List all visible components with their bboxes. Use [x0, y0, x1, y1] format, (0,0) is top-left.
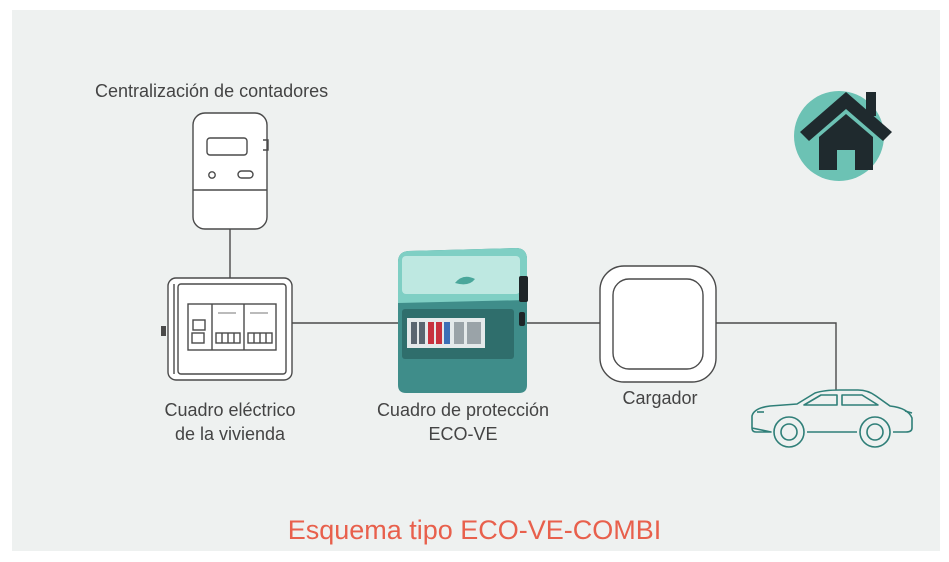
household-panel-label: Cuadro eléctrico de la vivienda	[120, 398, 340, 446]
eco-ve-box-label-line2: ECO-VE	[428, 424, 498, 444]
meter-label: Centralización de contadores	[95, 81, 329, 101]
car-icon	[751, 389, 913, 448]
connection-lines	[229, 229, 837, 390]
household-panel-icon	[161, 277, 293, 381]
meter-icon	[192, 112, 269, 230]
charger-label: Cargador	[622, 388, 698, 408]
charger-icon	[599, 265, 717, 383]
house-icon	[794, 91, 892, 181]
eco-ve-box-label: Cuadro de protección ECO-VE	[348, 398, 578, 446]
scheme-title: Esquema tipo ECO-VE-COMBI	[287, 515, 662, 545]
household-panel-label-line2: de la vivienda	[174, 424, 286, 444]
charger-to-car-line	[716, 322, 837, 390]
eco-ve-box-label-line1: Cuadro de protección	[376, 400, 550, 420]
eco-ve-box-icon	[398, 248, 528, 393]
household-panel-label-line1: Cuadro eléctrico	[164, 400, 296, 420]
